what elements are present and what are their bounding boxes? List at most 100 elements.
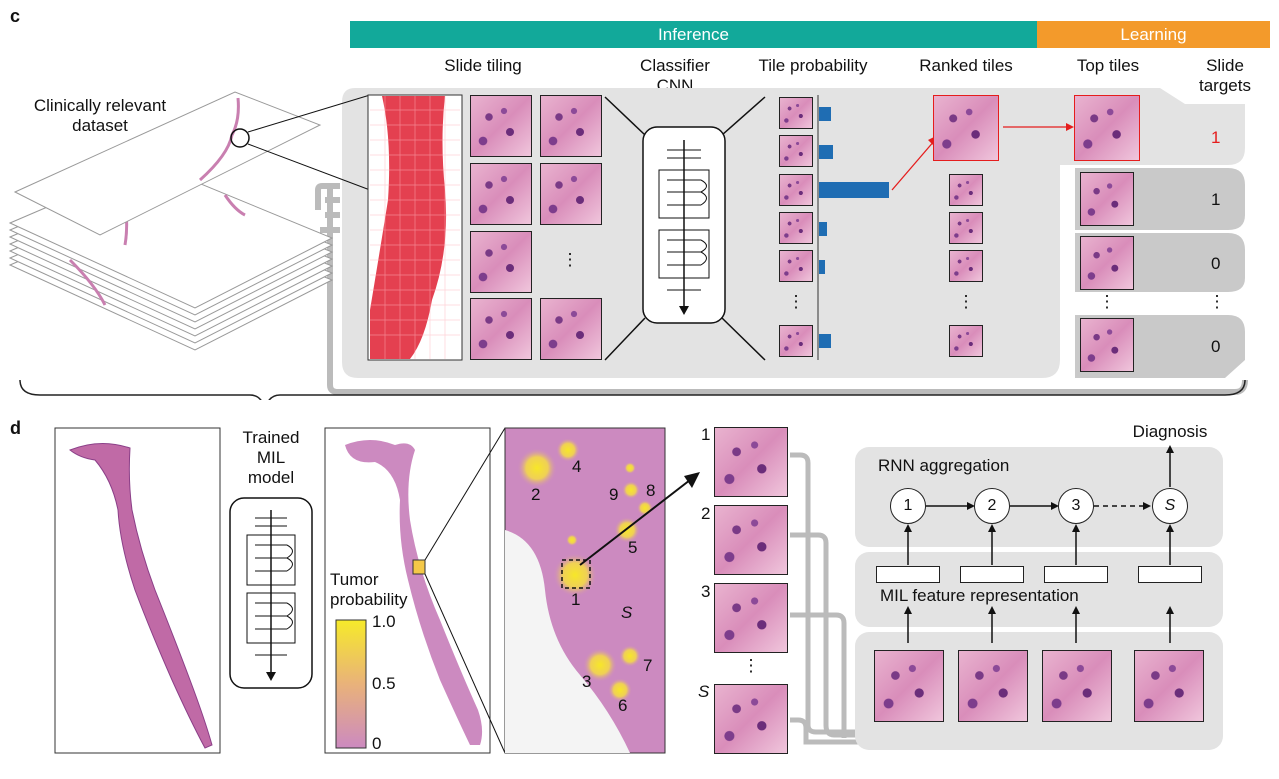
ranked-ellipsis: ⋮ <box>957 292 975 311</box>
mil-feature-label: MIL feature representation <box>880 586 1079 605</box>
extracted-ellipsis: ⋮ <box>742 656 760 675</box>
targets-ellipsis: ⋮ <box>1208 292 1226 311</box>
brace <box>19 379 1246 400</box>
spot-label-8: 8 <box>646 481 656 500</box>
ranked-tiles-label: Ranked tiles <box>919 56 1013 75</box>
spot-label-9: 9 <box>609 485 619 504</box>
top-tile-4 <box>1080 318 1134 372</box>
spot-label-5: 5 <box>628 538 638 557</box>
spot-6 <box>608 678 632 702</box>
prob-tile <box>779 97 813 129</box>
tiling-tile <box>470 163 532 225</box>
feature-block <box>855 552 1223 627</box>
tile-grid <box>370 96 460 359</box>
heatmap-roi <box>412 559 426 575</box>
prob-tile <box>779 174 813 206</box>
spot-label-6: 6 <box>618 696 628 715</box>
rnn-node-s: S <box>1152 488 1188 524</box>
top-tiles-ellipsis: ⋮ <box>1098 292 1116 311</box>
spot-2 <box>517 448 557 488</box>
prob-bar-3 <box>819 182 889 198</box>
tiled-tissue <box>370 96 447 359</box>
ranked-tile <box>949 212 983 244</box>
ranked-top-tile <box>933 95 999 161</box>
spot-9 <box>622 481 640 499</box>
input-tile-3 <box>1042 650 1112 722</box>
tile-rank-1: 1 <box>701 425 711 444</box>
tile-probability-label: Tile probability <box>758 56 868 75</box>
tiling-tile <box>470 231 532 293</box>
rnn-node-2: 2 <box>974 488 1010 524</box>
learning-label: Learning <box>1120 25 1187 44</box>
colorbar-tick-mid: 0.5 <box>372 674 396 693</box>
zoom-circle <box>230 128 250 148</box>
tiling-ellipsis: ⋮ <box>561 250 579 269</box>
rnn-aggregation-label: RNN aggregation <box>878 456 1010 475</box>
dataset-label: Clinically relevant dataset <box>33 96 167 135</box>
prob-bar-1 <box>819 107 831 121</box>
top-tile-1 <box>1074 95 1140 161</box>
target-value-3: 0 <box>1211 254 1221 273</box>
prob-bar-4 <box>819 222 827 236</box>
spot-3 <box>583 648 617 682</box>
prob-tile <box>779 135 813 167</box>
spot-4 <box>556 438 580 462</box>
colorbar <box>335 619 367 749</box>
rnn-node-1: 1 <box>890 488 926 524</box>
spot-label-7: 7 <box>643 656 653 675</box>
spot-label-3: 3 <box>582 672 592 691</box>
top-tile-3 <box>1080 236 1134 290</box>
trained-model-label: Trained MIL model <box>242 428 300 487</box>
inference-label: Inference <box>658 25 729 44</box>
rnn-block <box>855 447 1223 547</box>
slide-targets-label: Slide targets <box>1199 56 1251 95</box>
tiling-tile <box>470 95 532 157</box>
prob-bar-2 <box>819 145 833 159</box>
spot-1 <box>553 553 597 597</box>
input-tile-2 <box>958 650 1028 722</box>
prob-tile <box>779 325 813 357</box>
spot-label-4: 4 <box>572 457 582 476</box>
target-value-1: 1 <box>1211 128 1221 147</box>
spot-label-s: S <box>621 603 633 622</box>
tile-rank-2: 2 <box>701 504 711 523</box>
rnn-node-3: 3 <box>1058 488 1094 524</box>
target-value-4: 0 <box>1211 337 1221 356</box>
tumor-probability-label: Tumor probability <box>330 570 408 609</box>
ranked-tile <box>949 174 983 206</box>
tiles-block <box>855 632 1223 750</box>
feature-vector-2 <box>960 566 1024 583</box>
slide-stack <box>8 91 371 351</box>
colorbar-tick-high: 1.0 <box>372 612 396 631</box>
feature-vector-3 <box>1044 566 1108 583</box>
extracted-tile-3 <box>714 583 788 653</box>
input-tile-s <box>1134 650 1204 722</box>
ranked-tile <box>949 325 983 357</box>
prob-ellipsis: ⋮ <box>787 292 805 311</box>
tiling-tile <box>540 95 602 157</box>
zoom-selection-box <box>561 559 591 589</box>
input-tile-1 <box>874 650 944 722</box>
feature-vector-s <box>1138 566 1202 583</box>
prob-bar-6 <box>819 334 831 348</box>
panel-d-diagram <box>54 427 1223 754</box>
prob-bar-5 <box>819 260 825 274</box>
ranked-tile <box>949 250 983 282</box>
target-value-2: 1 <box>1211 190 1221 209</box>
tiling-tile <box>470 298 532 360</box>
panel-c-letter: c <box>10 6 21 26</box>
heatmap-tissue <box>345 440 483 745</box>
tile-rank-s: S <box>698 682 710 701</box>
spot-label-1: 1 <box>571 590 581 609</box>
diagnosis-label: Diagnosis <box>1132 422 1208 441</box>
extracted-tile-1 <box>714 427 788 497</box>
panel-d-letter: d <box>10 418 21 438</box>
top-tiles-label: Top tiles <box>1076 56 1140 75</box>
prob-tile <box>779 250 813 282</box>
learning-banner: Learning <box>1037 21 1270 48</box>
tile-rank-3: 3 <box>701 582 711 601</box>
spot-label-2: 2 <box>531 485 541 504</box>
zoom-background <box>505 530 630 753</box>
spot-7 <box>619 645 641 667</box>
extracted-tile-s <box>714 684 788 754</box>
